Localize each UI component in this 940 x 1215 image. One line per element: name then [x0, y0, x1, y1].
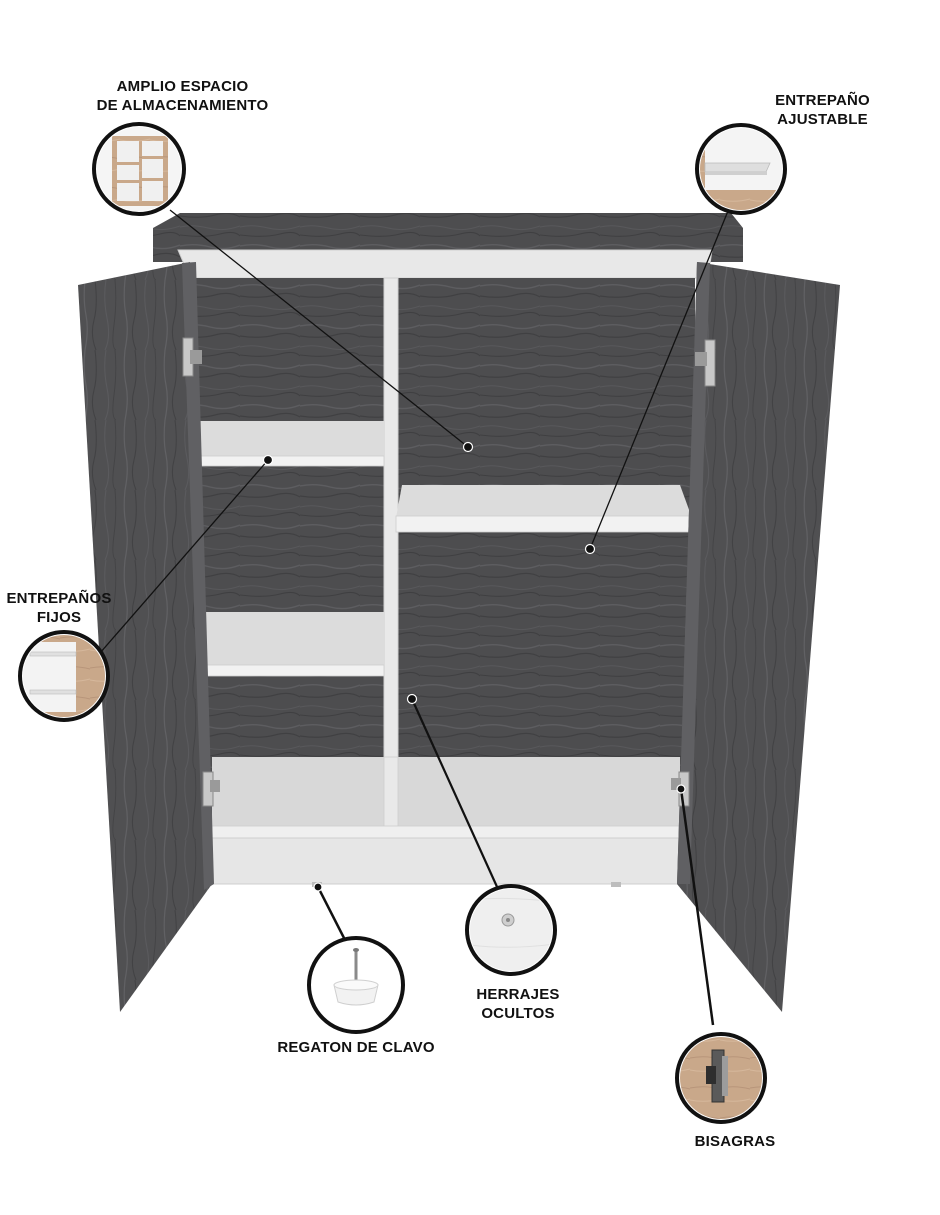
hinge-top-left — [182, 337, 202, 377]
label-nail-glide: REGATON DE CLAVO — [260, 1038, 452, 1057]
bottom-shelf-divider-cover — [383, 756, 399, 834]
dot-fixed-shelves — [262, 454, 274, 466]
label-adjustable-line1: ENTREPAÑO — [775, 92, 870, 109]
bottom-shelf — [212, 757, 680, 828]
bottom-shelf-edge — [211, 825, 681, 839]
dot-adjustable-shelf — [584, 543, 596, 555]
label-hidden-line2: OCULTOS — [481, 1005, 555, 1022]
leader-fixed-shelves — [99, 459, 269, 654]
hinge-bottom-left — [202, 771, 220, 807]
dot-hinges — [676, 784, 686, 794]
cabinet-plinth — [204, 837, 686, 885]
label-hidden-hardware: HERRAJES OCULTOS — [458, 985, 578, 1023]
dot-hidden-hardware — [406, 693, 418, 705]
label-hidden-line1: HERRAJES — [476, 986, 560, 1003]
label-fixed-shelves: ENTREPAÑOS FIJOS — [0, 589, 118, 627]
label-storage-line1: AMPLIO ESPACIO — [116, 78, 249, 95]
dot-storage — [462, 441, 474, 453]
label-adjustable-shelf: ENTREPAÑO AJUSTABLE — [760, 91, 885, 129]
leader-lines — [99, 209, 729, 1026]
leader-storage — [169, 209, 469, 448]
label-fixed-line2: FIJOS — [36, 609, 82, 626]
label-fixed-line1: ENTREPAÑOS — [6, 590, 112, 607]
nail-glide-thumbnail — [307, 936, 405, 1034]
fixed-shelves-thumbnail — [18, 630, 110, 722]
shelf-thumbnail — [695, 123, 787, 215]
fixed-shelf-lower-edge — [205, 664, 385, 677]
center-divider — [383, 277, 399, 834]
hinge-top-right — [695, 339, 716, 387]
label-nail-line1: REGATON DE CLAVO — [277, 1039, 435, 1056]
label-storage: AMPLIO ESPACIO DE ALMACENAMIENTO — [80, 77, 285, 115]
label-storage-line2: DE ALMACENAMIENTO — [96, 97, 269, 114]
leader-adjustable-shelf — [589, 210, 729, 550]
hinge-thumbnail — [675, 1032, 767, 1124]
cabinet-interior-thumbnail — [92, 122, 186, 216]
fixed-shelf-upper — [198, 421, 384, 458]
fixed-shelf-lower — [206, 612, 384, 667]
right-door — [677, 262, 840, 1012]
label-hinges: BISAGRAS — [680, 1132, 790, 1151]
leader-hinges — [679, 788, 715, 1026]
right-door-inner-edge — [677, 262, 710, 884]
leader-nail-glide — [316, 886, 346, 939]
label-adjustable-line2: AJUSTABLE — [777, 111, 868, 128]
leader-dots — [262, 441, 686, 892]
cabinet — [78, 213, 840, 1012]
leveling-glide-right — [611, 882, 621, 887]
left-door — [78, 262, 212, 1012]
leader-hidden-hardware — [410, 698, 500, 890]
dot-nail-glide — [313, 882, 323, 892]
adjustable-shelf-edge — [395, 515, 694, 533]
cabinet-top-surface — [177, 249, 713, 279]
fixed-shelf-upper-edge — [197, 455, 385, 467]
adjustable-shelf — [396, 485, 692, 518]
label-hinges-line1: BISAGRAS — [694, 1133, 776, 1150]
left-door-inner-edge — [182, 262, 214, 890]
cabinet-back-panel — [190, 278, 695, 838]
hidden-screw-thumbnail — [465, 884, 557, 976]
